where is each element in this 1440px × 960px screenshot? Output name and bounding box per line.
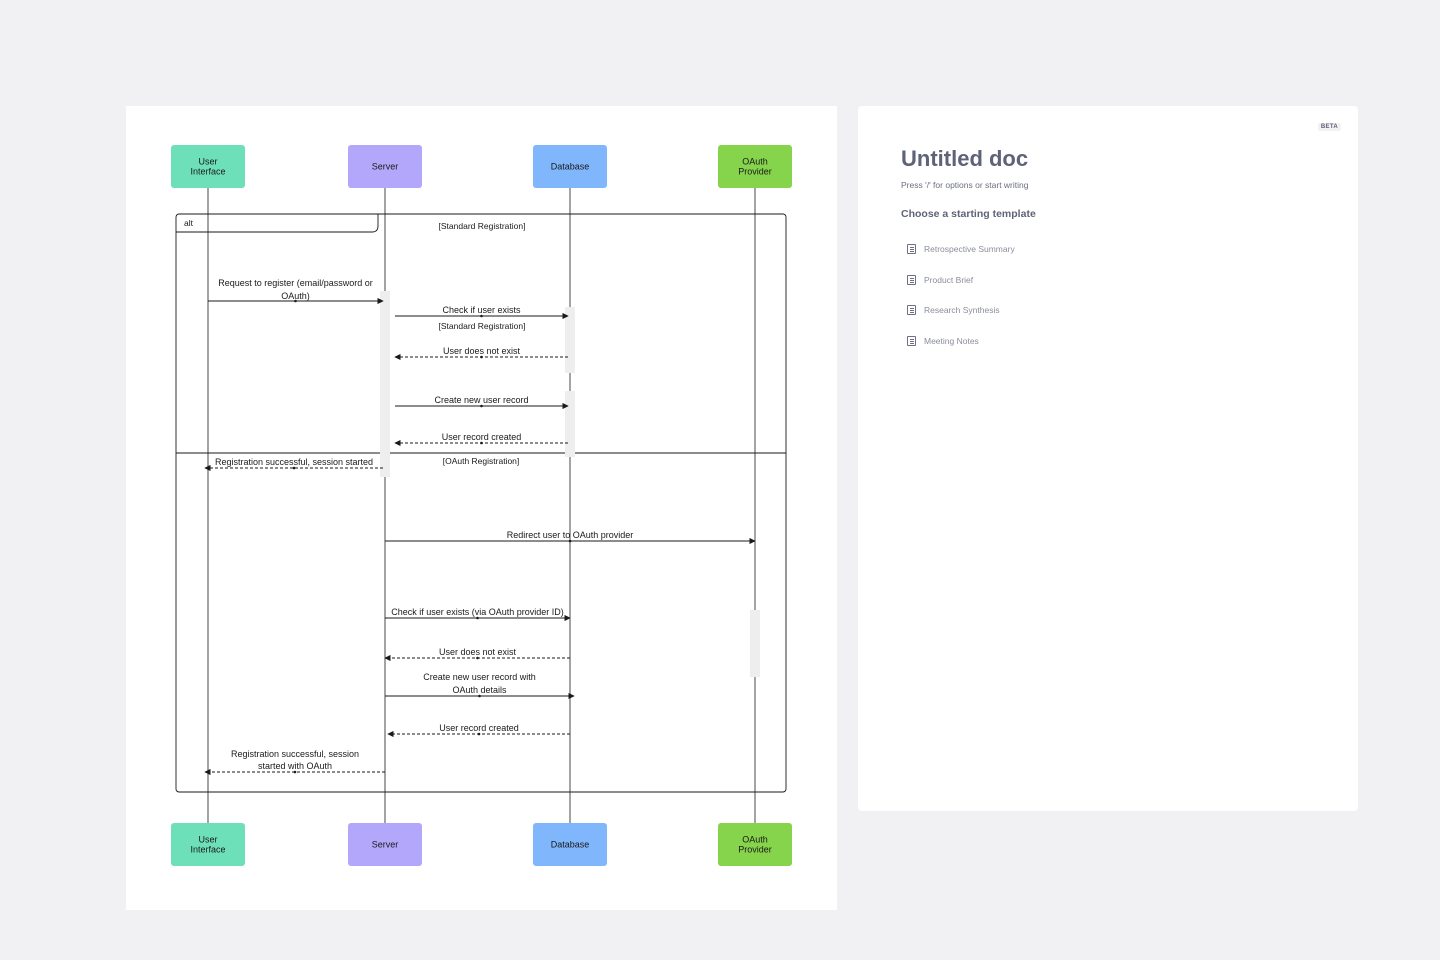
message-midpoint-10: [478, 694, 481, 698]
template-item-research-synthesis[interactable]: Research Synthesis: [907, 295, 1015, 326]
actor-box-server-bottom[interactable]: [348, 823, 422, 866]
message-midpoint-11: [477, 732, 481, 736]
template-label: Meeting Notes: [924, 335, 979, 346]
actor-box-db-bottom[interactable]: [533, 823, 607, 866]
doc-placeholder-hint[interactable]: Press '/' for options or start writing: [901, 180, 1029, 190]
message-midpoint-7: [568, 539, 572, 543]
actor-label-oauth-bottom: Provider: [738, 845, 772, 855]
activation-bar-oauth: [750, 610, 760, 677]
actor-box-db-top[interactable]: [533, 145, 607, 188]
document-icon: [907, 305, 916, 316]
message-label-7: Redirect user to OAuth provider: [507, 530, 634, 540]
actor-box-ui-top[interactable]: [171, 145, 245, 188]
template-label: Retrospective Summary: [924, 244, 1015, 255]
actor-label-server-bottom: Server: [372, 840, 399, 850]
message-label-2: Check if user exists: [442, 305, 521, 315]
inner-guard-standard: [Standard Registration]: [439, 321, 526, 331]
template-item-meeting-notes[interactable]: Meeting Notes: [907, 326, 1015, 357]
message-midpoint-4: [480, 404, 483, 408]
message-midpoint-9: [476, 656, 479, 660]
message-label-5: User record created: [442, 432, 522, 442]
message-label-12: started with OAuth: [258, 761, 332, 771]
template-item-product-brief[interactable]: Product Brief: [907, 265, 1015, 296]
actor-label-oauth-top: Provider: [738, 167, 772, 177]
message-midpoint-2: [480, 314, 483, 318]
actor-label-oauth-bottom: OAuth: [742, 835, 768, 845]
message-label-4: Create new user record: [434, 395, 528, 405]
document-icon: [907, 274, 916, 285]
message-label-6: Registration successful, session started: [215, 457, 373, 467]
document-icon: [907, 244, 916, 255]
template-list: Retrospective Summary Product Brief Rese…: [907, 234, 1015, 356]
message-midpoint-1: [294, 299, 297, 303]
message-label-10: OAuth details: [452, 685, 507, 695]
message-label-10: Create new user record with: [423, 672, 536, 682]
template-label: Research Synthesis: [924, 305, 1000, 316]
actor-label-ui-top: Interface: [190, 167, 225, 177]
template-heading: Choose a starting template: [901, 208, 1036, 220]
message-label-11: User record created: [439, 723, 519, 733]
activation-bar-server: [380, 291, 390, 477]
template-label: Product Brief: [924, 274, 974, 285]
actor-box-ui-bottom[interactable]: [171, 823, 245, 866]
message-midpoint-8: [476, 616, 479, 620]
message-label-8: Check if user exists (via OAuth provider…: [391, 607, 564, 617]
alt-frame: [175, 213, 787, 793]
section-guard-standard: [Standard Registration]: [439, 221, 526, 231]
actor-label-db-bottom: Database: [551, 840, 590, 850]
message-midpoint-5: [480, 441, 483, 445]
sequence-diagram: alt [Standard Registration] [OAuth Registr…: [171, 145, 792, 866]
activation-bar-db-1: [565, 307, 575, 373]
message-midpoint-3: [480, 355, 483, 359]
actor-box-oauth-bottom[interactable]: [718, 823, 792, 866]
activation-bar-db-2: [565, 391, 575, 457]
actor-box-oauth-top[interactable]: [718, 145, 792, 188]
actor-label-ui-bottom: Interface: [190, 845, 225, 855]
message-label-1: OAuth): [281, 291, 310, 301]
message-label-9: User does not exist: [439, 647, 517, 657]
message-midpoint-6: [292, 466, 296, 470]
message-label-3: User does not exist: [443, 346, 521, 356]
actor-label-server-top: Server: [372, 162, 399, 172]
doc-panel[interactable]: BETA Untitled doc Press '/' for options …: [858, 106, 1358, 811]
doc-title[interactable]: Untitled doc: [901, 146, 1029, 171]
beta-badge: BETA: [1317, 123, 1341, 131]
actor-label-ui-top: User: [198, 157, 217, 167]
actor-label-ui-bottom: User: [198, 835, 217, 845]
actor-box-server-top[interactable]: [348, 145, 422, 188]
message-label-1: Request to register (email/password or: [218, 278, 373, 288]
section-guard-oauth: [OAuth Registration]: [443, 456, 520, 466]
actor-label-oauth-top: OAuth: [742, 157, 768, 167]
message-label-12: Registration successful, session: [231, 749, 359, 759]
template-item-retrospective-summary[interactable]: Retrospective Summary: [907, 234, 1015, 265]
message-midpoint-12: [293, 770, 297, 774]
actor-label-db-top: Database: [551, 162, 590, 172]
document-icon: [907, 335, 916, 346]
alt-frame-tag-box: [176, 214, 379, 233]
diagram-canvas[interactable]: alt [Standard Registration] [OAuth Registr…: [126, 106, 837, 910]
alt-frame-tag: alt: [184, 218, 194, 228]
